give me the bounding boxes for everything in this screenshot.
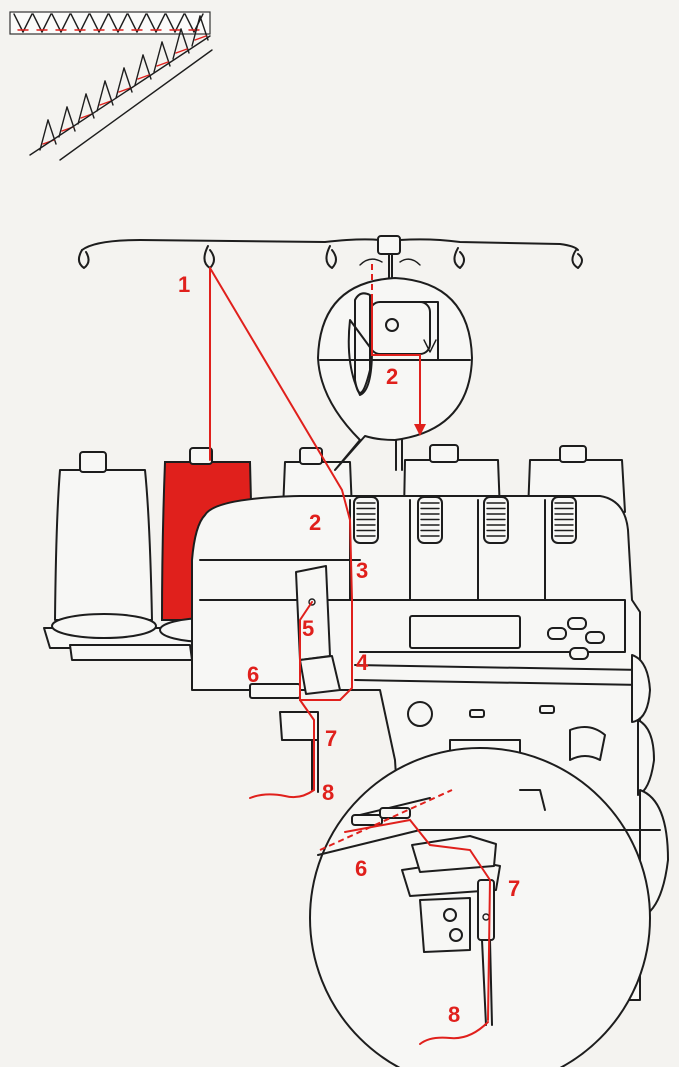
- step-label-2: 2: [309, 510, 321, 535]
- step-label-8-detail: 8: [448, 1002, 460, 1027]
- step-label-6-detail: 6: [355, 856, 367, 881]
- step-label-5: 5: [302, 616, 314, 641]
- thread-guide-hook-2: [203, 245, 215, 269]
- step-label-8: 8: [322, 780, 334, 805]
- thread-guide-hook-1: [78, 249, 90, 269]
- step-label-6: 6: [247, 662, 259, 687]
- control-button-2: [567, 617, 587, 630]
- step-label-4: 4: [356, 650, 369, 675]
- white-spool: [51, 451, 157, 639]
- control-button-1: [547, 627, 567, 640]
- thread-guide-hook-3: [325, 245, 337, 269]
- thread-stand: [78, 235, 583, 471]
- lcd-display: [409, 615, 521, 649]
- detail-inset-upper: [317, 277, 473, 471]
- step-label-7-detail: 7: [508, 876, 520, 901]
- control-button-3: [585, 631, 605, 644]
- stitch-sample-icon: [9, 11, 213, 161]
- thread-path: [209, 260, 491, 1045]
- handwheel: [631, 654, 651, 723]
- step-label-1: 1: [178, 272, 190, 297]
- control-button-4: [569, 647, 589, 660]
- thread-guide-hook-4: [453, 247, 465, 269]
- step-label-2-inset: 2: [386, 364, 398, 389]
- tension-dials: [349, 496, 577, 601]
- thread-guide-hook-5: [571, 249, 583, 269]
- needle-bar-housing: [295, 565, 331, 661]
- step-label-3: 3: [356, 558, 368, 583]
- knob: [407, 701, 433, 727]
- step-label-7: 7: [325, 726, 337, 751]
- step-labels: 1 2 2 3 4 5 6 7 8 6 7 8: [178, 272, 520, 1027]
